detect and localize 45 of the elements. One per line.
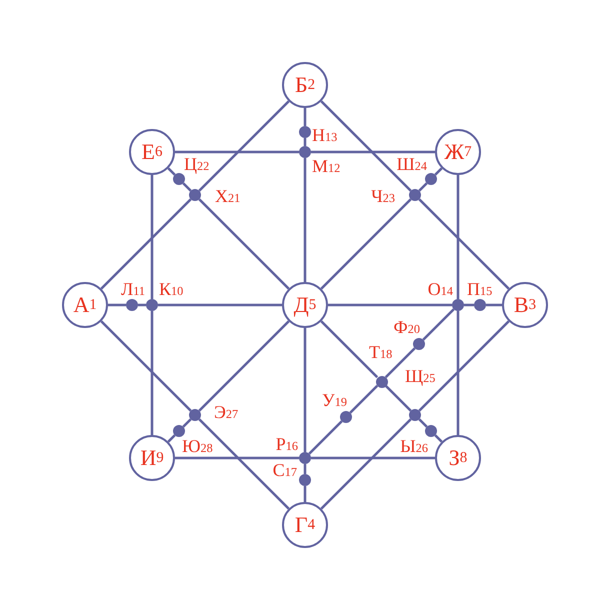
connecting-line (418, 182, 428, 192)
connecting-line (320, 100, 412, 192)
connecting-line (198, 320, 290, 412)
connecting-line (486, 304, 502, 306)
connecting-line (311, 456, 435, 460)
connecting-line (198, 100, 290, 192)
connecting-line (158, 304, 282, 306)
connecting-line (311, 150, 435, 154)
connecting-line (182, 418, 192, 428)
connecting-line (167, 167, 176, 176)
connecting-line (320, 198, 412, 290)
connecting-line (304, 108, 306, 126)
connecting-line (349, 384, 378, 414)
connecting-line (464, 304, 474, 306)
connecting-line (456, 175, 460, 299)
connecting-line (304, 464, 306, 474)
connecting-line (150, 175, 154, 299)
connecting-line (100, 198, 192, 290)
connecting-line (198, 418, 290, 510)
connecting-line (150, 311, 154, 435)
connecting-line (418, 198, 510, 290)
connecting-line (308, 420, 343, 455)
connecting-line (167, 434, 176, 443)
connecting-line (175, 150, 299, 154)
connecting-line (304, 328, 306, 452)
connecting-line (320, 418, 412, 510)
connecting-line (320, 320, 378, 378)
connecting-line (434, 434, 443, 443)
connecting-line (418, 418, 428, 428)
connecting-line (175, 456, 299, 460)
connecting-line (456, 311, 460, 435)
connecting-line (198, 198, 290, 290)
connecting-line (384, 347, 416, 378)
connecting-line (418, 320, 510, 412)
connecting-line (108, 304, 126, 306)
connecting-line (422, 308, 455, 341)
connecting-line (328, 304, 452, 306)
connecting-line (100, 320, 192, 412)
connecting-line (182, 182, 192, 192)
connecting-line (434, 167, 443, 176)
connecting-line (138, 304, 146, 306)
connecting-line (304, 138, 306, 146)
connecting-line (304, 486, 306, 502)
connecting-line (384, 384, 412, 412)
connecting-line (304, 158, 306, 282)
